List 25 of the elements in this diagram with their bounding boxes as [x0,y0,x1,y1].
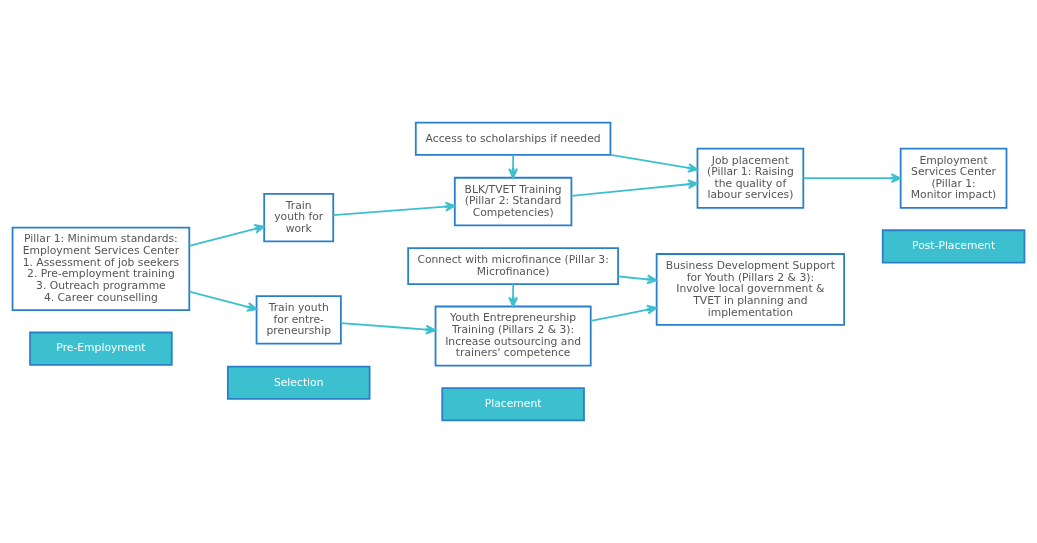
node-box: Pre-Employment [29,331,173,366]
node-box: Train youth for work [263,193,335,243]
node-box: Connect with microfinance (Pillar 3: Microfinance) [407,247,619,285]
arrow [188,290,258,312]
arrow [332,201,456,216]
node-box: Business Development Support for Youth (Pillars 2 & 3): Involve local government & TVET in planning and implementation [655,253,846,326]
arrow [609,154,699,173]
arrow [188,223,265,247]
arrow [802,173,902,184]
node-box: BLK/TVET Training (Pillar 2: Standard Competencies) [453,176,573,227]
node-box: Access to scholarships if needed [414,121,612,156]
arrow [570,179,699,197]
arrow [508,283,519,308]
arrow [589,304,658,322]
node-box: Job placement (Pillar 1: Raising the quality of labour services) [696,147,805,209]
node-box: Selection [226,365,371,400]
arrow [617,274,658,285]
node-box: Youth Entrepreneurship Training (Pillars 2 & 3): Increase outsourcing and trainers' competence [434,305,592,367]
node-box: Pillar 1: Minimum standards: Employment Services Center 1. Assessment of job seekers 2. Pre-employment training 3. Outreach programme 4. Career counselling [11,226,191,311]
node-box: Employment Services Center (Pillar 1: Monitor impact) [899,147,1008,209]
arrow [508,154,519,179]
node-box: Placement [441,387,585,422]
arrow [340,322,436,335]
node-box: Train youth for entre- preneurship [255,295,342,345]
node-box: Post-Placement [881,229,1026,264]
